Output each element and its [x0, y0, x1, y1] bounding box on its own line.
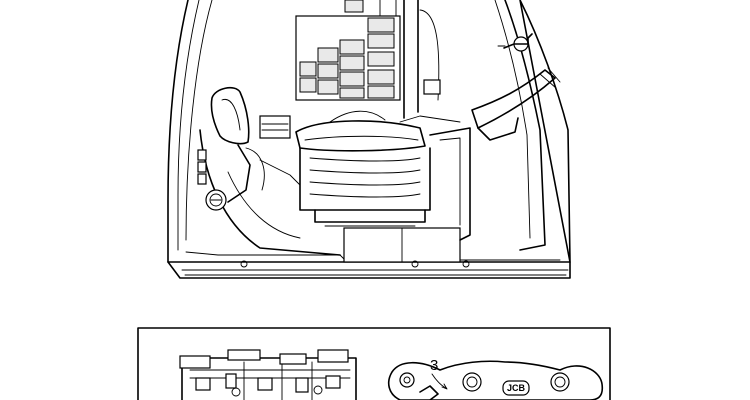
operator-seat-cushion: [295, 110, 461, 152]
brand-logo: JCB: [502, 380, 530, 396]
cab-floor-line: [181, 269, 569, 276]
seat-suspension: [299, 147, 431, 227]
plate-hole-right: [550, 372, 570, 392]
plate-hole-center: [462, 372, 482, 392]
control-lever-arm: [471, 67, 561, 141]
inset-mechanism: [179, 349, 357, 400]
right-floor-console: [429, 127, 471, 241]
plate-outline: [387, 360, 604, 400]
cab-center-pillar: [403, 0, 419, 119]
cab-rear-pillar: [504, 0, 546, 251]
detail-inset: JCB 3: [137, 327, 611, 400]
pillar-bracket: [423, 79, 441, 95]
brand-logo-text: JCB: [507, 383, 526, 393]
cab-frame-left-inner: [177, 0, 200, 251]
door-handle: [497, 33, 533, 52]
console-box: [259, 115, 291, 139]
inset-frame: [137, 327, 611, 400]
fuse-relay-panel: [295, 0, 401, 101]
mounting-plate: JCB: [387, 360, 604, 400]
cab-frame-left-inner2: [185, 0, 213, 241]
left-switch-column: [197, 149, 207, 185]
cab-rear-pillar-inner: [494, 0, 531, 239]
plate-hole-left: [399, 372, 415, 388]
callout-3: 3: [430, 357, 448, 390]
callout-leader: [431, 373, 447, 389]
callout-number: 3: [430, 357, 438, 374]
operator-seat-back: [210, 86, 265, 203]
ignition-switch: [205, 189, 227, 211]
cab-interior-view: [167, 0, 571, 279]
